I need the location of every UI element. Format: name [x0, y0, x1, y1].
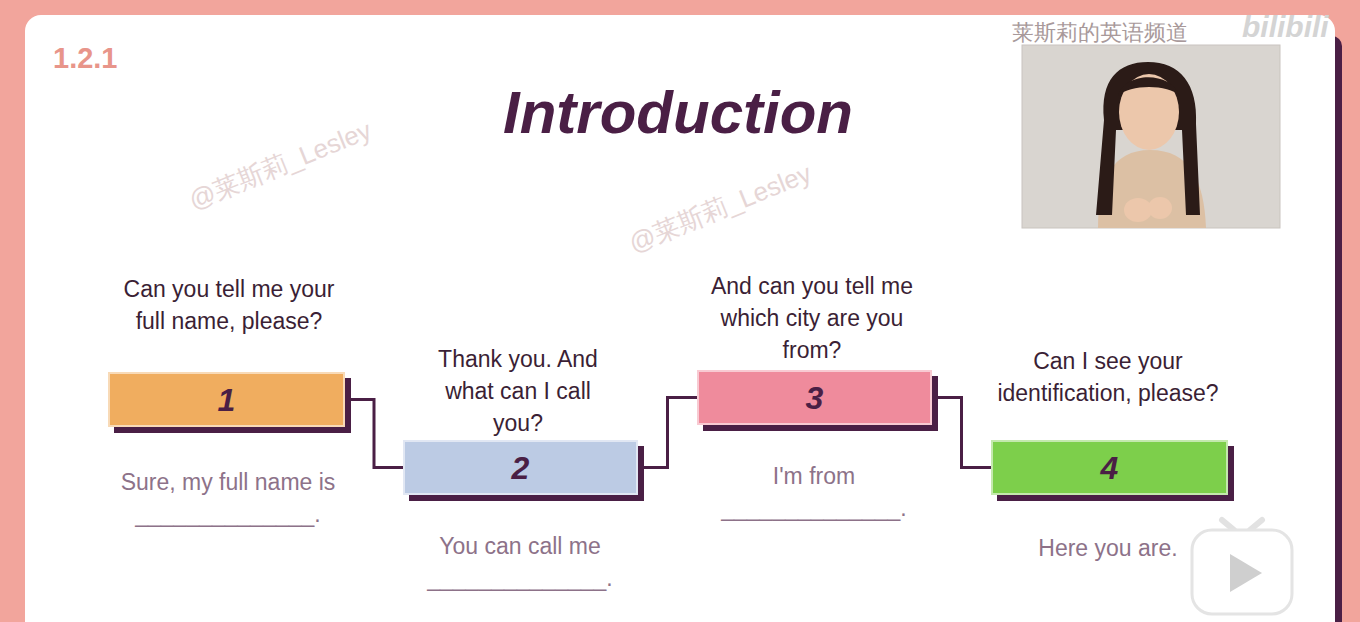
channel-name: 莱斯莉的英语频道 [1012, 18, 1188, 48]
answer-text: I'm from ______________. [714, 460, 914, 524]
step-number: 1 [218, 382, 236, 418]
number-box: 2 [403, 440, 638, 495]
number-box: 4 [991, 440, 1228, 495]
question-text: And can you tell me which city are you f… [696, 270, 928, 366]
site-logo: bilibili [1242, 8, 1329, 46]
question-text: Can I see your identification, please? [988, 345, 1228, 409]
bracket-connector [345, 400, 403, 468]
answer-text: Sure, my full name is ______________. [108, 466, 348, 530]
answer-text: You can call me ______________. [405, 530, 635, 594]
number-box: 3 [697, 370, 932, 425]
step-number: 2 [512, 450, 530, 486]
question-text: Thank you. And what can I call you? [418, 343, 618, 439]
play-icon [1192, 520, 1292, 614]
webcam-picture [1022, 45, 1280, 228]
answer-text: Here you are. [1020, 532, 1196, 564]
watermark: @莱斯莉_Lesley [184, 114, 376, 216]
bracket-connector [932, 398, 991, 468]
step-number: 4 [1101, 450, 1119, 486]
bracket-connector [638, 398, 697, 468]
slide-title: Introduction [503, 78, 853, 148]
step-number: 3 [806, 380, 824, 416]
watermark: @莱斯莉_Lesley [624, 157, 816, 259]
section-number: 1.2.1 [53, 40, 118, 76]
number-box: 1 [108, 372, 345, 427]
question-text: Can you tell me your full name, please? [113, 273, 345, 337]
